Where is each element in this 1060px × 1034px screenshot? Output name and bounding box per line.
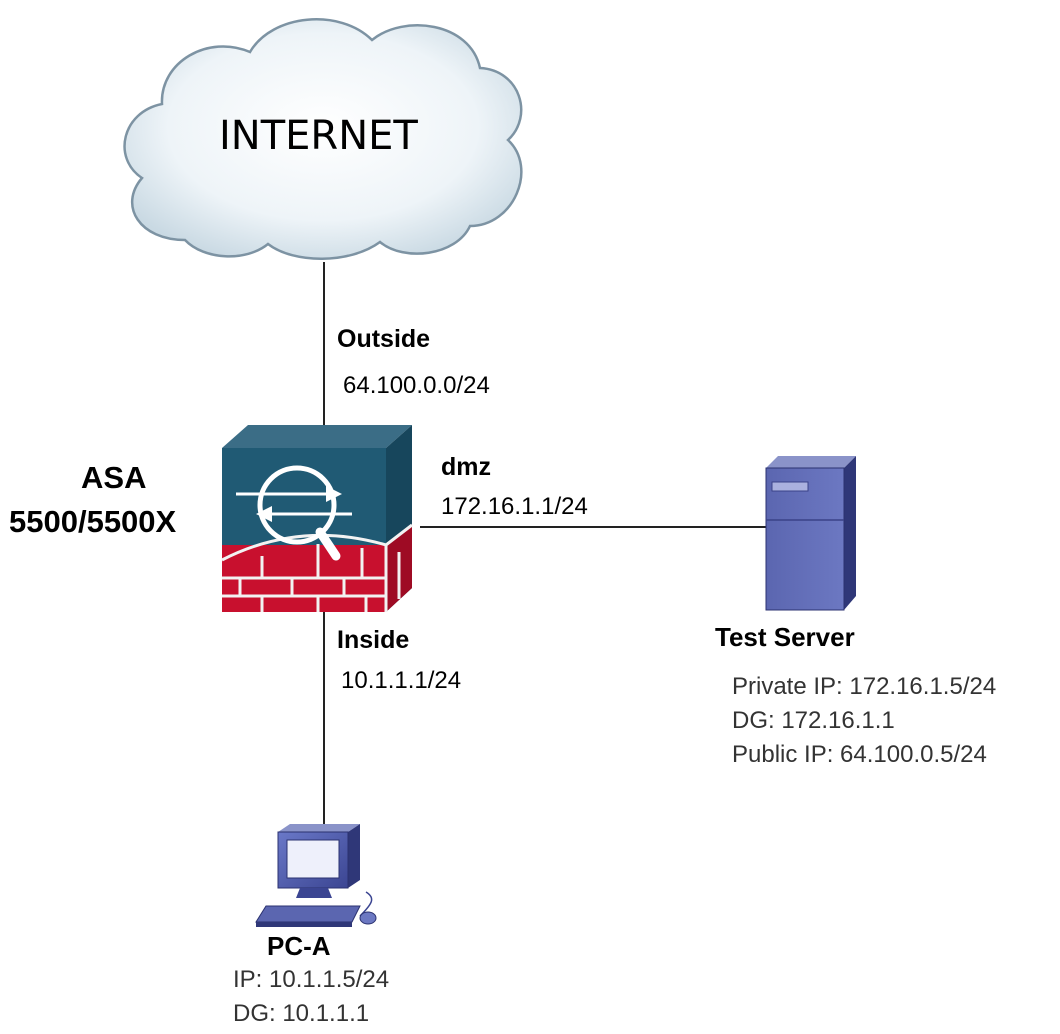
asa-firewall-icon xyxy=(221,425,413,612)
outside-network: 64.100.0.0/24 xyxy=(343,372,490,399)
pc-icon xyxy=(255,824,377,927)
server-private-ip: Private IP: 172.16.1.5/24 xyxy=(732,673,997,700)
pc-name: PC-A xyxy=(267,931,331,961)
outside-interface-name: Outside xyxy=(337,325,431,353)
pc-default-gateway: DG: 10.1.1.1 xyxy=(233,1000,370,1027)
cloud-icon xyxy=(123,18,523,260)
inside-interface-name: Inside xyxy=(337,626,410,654)
dmz-interface-address: 172.16.1.1/24 xyxy=(441,493,588,520)
server-default-gateway: DG: 172.16.1.1 xyxy=(732,707,895,734)
server-icon xyxy=(765,456,856,611)
asa-label: ASA xyxy=(81,460,147,495)
inside-interface-address: 10.1.1.1/24 xyxy=(341,667,462,694)
server-name: Test Server xyxy=(715,622,855,652)
server-public-ip: Public IP: 64.100.0.5/24 xyxy=(732,741,987,768)
internet-label: INTERNET xyxy=(219,113,418,159)
pc-ip: IP: 10.1.1.5/24 xyxy=(233,966,390,993)
asa-model-label: 5500/5500X xyxy=(9,504,177,539)
dmz-interface-name: dmz xyxy=(441,453,491,481)
